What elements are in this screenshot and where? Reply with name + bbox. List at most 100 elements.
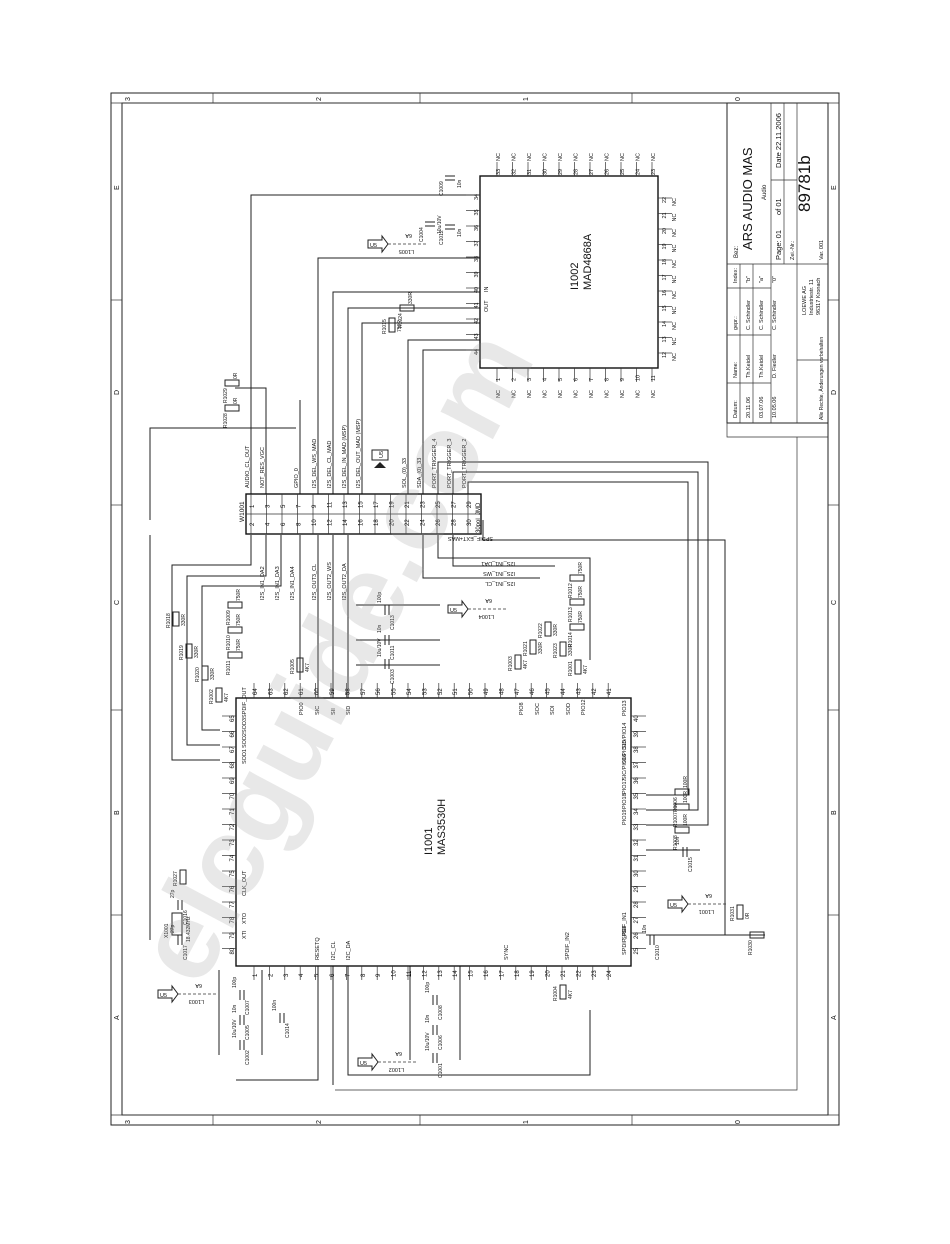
pin-number: 68 <box>230 761 236 768</box>
revision-cell: C. Schindler <box>772 300 778 330</box>
component-ref: R1008 <box>673 835 679 850</box>
pin-number: 8 <box>361 973 367 977</box>
pin-number: 18 <box>374 519 380 526</box>
component-ref: L1005 <box>399 248 414 254</box>
pin-name: PIO13 <box>622 700 628 716</box>
pin-name: SOI <box>550 705 556 715</box>
supply-label: U5 <box>160 993 167 999</box>
component-value: 100n <box>272 1000 278 1011</box>
component-ref: C1013 <box>390 615 396 630</box>
component-value: 100p <box>425 982 431 993</box>
zone-marker-right: B <box>831 810 838 815</box>
pin-number: 38 <box>634 746 640 753</box>
pin-number: 48 <box>499 688 505 695</box>
nc-label: NC <box>672 307 678 315</box>
resistor-body <box>224 379 240 387</box>
supply-label: U5 <box>670 903 677 909</box>
pin-number: 41 <box>607 688 613 695</box>
pin-number: 4 <box>543 378 549 381</box>
pin-number: 38 <box>474 256 480 262</box>
component-value: 330R <box>210 668 216 680</box>
component-ref: C1015 <box>688 857 694 872</box>
signal-label: AUDIO_CL_OUT <box>245 445 251 488</box>
nc-label: NC <box>543 153 549 161</box>
pin-name: I2C_DA <box>346 940 352 960</box>
resistor-body <box>514 654 522 670</box>
supply-label: U5 <box>450 608 457 614</box>
component-ref: C1010 <box>655 945 661 960</box>
pin-name: XTI <box>242 930 248 939</box>
signal-label: I2S_IN1_DA2 <box>260 566 266 600</box>
resistor-body <box>559 984 567 1000</box>
component-value: 4K7 <box>224 693 230 702</box>
component-value: 0R <box>745 912 751 919</box>
pin-number: 42 <box>592 688 598 695</box>
pin-number: 74 <box>230 854 236 861</box>
component-value: 6A <box>485 597 492 603</box>
component-value: 100p <box>377 592 383 603</box>
resistor-body <box>569 598 585 606</box>
component-value: 10n <box>457 228 463 237</box>
component-value: 750R <box>236 589 242 601</box>
supply-label: U5 <box>360 1061 367 1067</box>
pin-name: SID/PIO14 <box>622 723 628 749</box>
pin-name: PIO17 <box>622 778 628 794</box>
pin-name: CLK_OUT <box>242 870 248 896</box>
zone-marker-bottom: 2 <box>316 1120 323 1124</box>
pin-name: SOD2 <box>242 733 248 748</box>
signal-label: I2S_OUT2_WS <box>327 562 333 600</box>
component-ref: R1005 <box>290 659 296 674</box>
resistor-body <box>749 931 765 939</box>
nc-label: NC <box>672 198 678 206</box>
pin-number: 19 <box>530 970 536 977</box>
nc-label: NC <box>636 390 642 398</box>
resistor-body <box>569 623 585 631</box>
component-ref: R1011 <box>226 660 232 675</box>
pin-number: 73 <box>230 839 236 846</box>
component-ref: R1007 <box>673 812 679 827</box>
pin-number: 52 <box>438 688 444 695</box>
nc-label: NC <box>672 245 678 253</box>
signal-label: I2S_IN1_CL <box>485 580 515 586</box>
pin-number: 7 <box>345 973 351 977</box>
revision-header: Name: <box>733 361 739 378</box>
pin-number: 6 <box>281 522 287 526</box>
pin-number: 39 <box>474 271 480 277</box>
component-value: 10n <box>377 624 383 633</box>
component-ref: R1006 <box>673 797 679 812</box>
pin-number: 29 <box>634 885 640 892</box>
signal-label: I2S_OUT2_DA <box>342 563 348 600</box>
nc-label: NC <box>672 353 678 361</box>
page-text: Page: 01 <box>774 230 783 260</box>
supply-label: U5 <box>379 451 385 458</box>
component-ref: R1015 <box>382 319 388 334</box>
pin-number: 16 <box>359 519 365 526</box>
component-ref: R1003 <box>508 656 514 671</box>
pin-number: 5 <box>315 973 321 977</box>
pin-name: PIO18 <box>622 793 628 809</box>
component-value: 10u/10V <box>232 1019 238 1038</box>
zone-marker-left: B <box>114 810 121 815</box>
pin-number: 31 <box>527 169 533 175</box>
pin-number: 13 <box>438 970 444 977</box>
supply-arrow-icon <box>667 894 689 914</box>
component-value: 100R <box>683 791 689 803</box>
component-ref: R1018 <box>166 613 172 628</box>
zone-marker-bottom: 0 <box>735 1120 742 1124</box>
signal-label: PORT_TRIGGER_3 <box>447 439 453 488</box>
crystal-value: 18.432MHz <box>186 916 192 942</box>
pin-number: 44 <box>474 349 480 355</box>
zone-marker-left: E <box>114 185 121 190</box>
pin-number: 16 <box>662 290 668 296</box>
revision-header: Datum: <box>733 400 739 418</box>
pin-number: 54 <box>407 688 413 695</box>
component-value: 750R <box>397 320 403 332</box>
signal-label: I2S_OUT3_CL <box>312 564 318 600</box>
component-ref: L1002 <box>389 1066 404 1072</box>
supply-arrow-icon <box>357 1052 379 1072</box>
pin-number: 77 <box>230 901 236 908</box>
nc-label: NC <box>672 338 678 346</box>
